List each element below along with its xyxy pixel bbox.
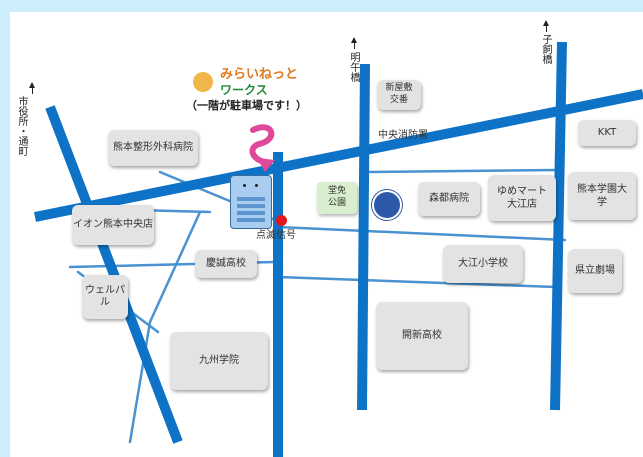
logo-text-line2: ワークス <box>220 83 268 97</box>
road-thin-8 <box>276 225 567 242</box>
company-logo-icon <box>193 72 213 92</box>
direction-up-mid: 明午橋 <box>348 52 359 82</box>
landmark-kenritsu: 県立劇場 <box>568 249 622 293</box>
landmark-shinyashiki-koban: 新屋敷交番 <box>377 80 421 110</box>
access-map: 市役所・通町 明午橋 子飼橋 みらいねっと ワークス （一階が駐車場です！） 点… <box>10 12 643 457</box>
road-thin-9 <box>366 168 560 174</box>
road-thin-7 <box>276 275 557 289</box>
signal-label: 点滅信号 <box>256 230 296 241</box>
logo-text-line1: みらいねっと <box>220 67 299 82</box>
landmark-kyushu-gakuin: 九州学院 <box>170 332 268 390</box>
direction-up-left: 市役所・通町 <box>16 96 27 156</box>
park-area: 堂免公園 <box>317 182 357 214</box>
road-main-mid <box>357 63 370 411</box>
landmark-aeon: イオン熊本中央店 <box>72 205 154 245</box>
landmark-kumamoto-seikei: 熊本整形外科病院 <box>108 130 198 166</box>
landmark-kkt: KKT <box>578 120 636 146</box>
landmark-oe-elementary: 大江小学校 <box>443 245 523 283</box>
office-building-icon <box>230 175 272 229</box>
landmark-chuo-fire: 中央消防署 <box>378 130 428 141</box>
road-main-left <box>45 105 183 444</box>
landmark-kaishin: 開新高校 <box>376 302 468 370</box>
up-arrow-icon <box>351 37 357 49</box>
road-main-diagonal <box>34 89 643 222</box>
landmark-wellpal: ウェルパル <box>82 275 128 319</box>
landmark-morimiyako: 森都病院 <box>418 182 480 216</box>
up-arrow-icon <box>29 82 35 94</box>
parking-note: （一階が駐車場です！） <box>186 99 307 112</box>
road-main-right <box>550 41 567 411</box>
landmark-youme: ゆめマート大江店 <box>488 175 556 221</box>
up-arrow-icon <box>543 20 549 32</box>
signal-dot-icon <box>276 215 287 226</box>
direction-up-right: 子飼橋 <box>540 34 551 64</box>
landmark-gakuen: 熊本学園大学 <box>568 172 636 220</box>
road-thin-5 <box>128 320 152 444</box>
road-thin-4 <box>148 210 202 324</box>
landmark-keitoku: 慶誠高校 <box>195 250 257 278</box>
school-emblem-icon <box>372 190 402 220</box>
curved-arrow-icon <box>249 124 275 172</box>
